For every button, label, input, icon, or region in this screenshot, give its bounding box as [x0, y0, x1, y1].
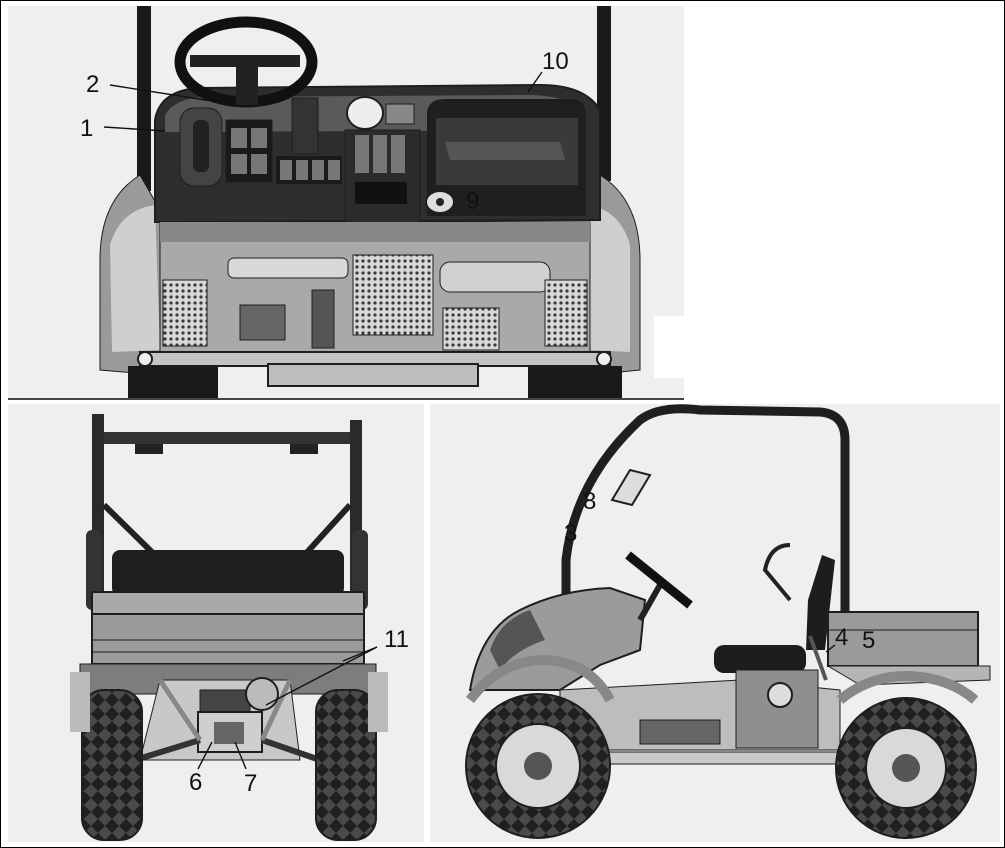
roll-cage-bar: [92, 432, 362, 444]
front-wheel: [465, 693, 611, 839]
rear-view-panel: [8, 404, 424, 842]
side-view-panel: [424, 404, 1000, 842]
steering-wheel-side: [625, 551, 693, 609]
glove-box: [427, 99, 586, 216]
callout-6: 6: [189, 769, 202, 796]
rear-tire-right: [315, 689, 377, 841]
callout-8: 8: [583, 488, 596, 515]
callout-labels: 1 2 3 4 5 6 7 8 9 10 11: [80, 48, 875, 797]
callout-7: 7: [244, 770, 257, 797]
rear-wheel: [835, 697, 977, 839]
callout-4: 4: [835, 624, 848, 651]
seat-side: [714, 645, 806, 673]
callout-5: 5: [862, 627, 875, 654]
steering-wheel: [174, 16, 318, 108]
roll-bar: [561, 404, 850, 640]
dashboard-view-panel: [8, 6, 684, 400]
rear-tire-left: [81, 689, 143, 841]
callout-3: 3: [564, 520, 577, 547]
callout-10: 10: [542, 48, 569, 75]
leader-lines: [103, 71, 836, 770]
callout-9: 9: [466, 188, 479, 215]
cargo-bed-rear: [91, 591, 365, 665]
roll-bar-post-left: [137, 6, 151, 191]
seat: [112, 550, 344, 596]
callout-11: 11: [384, 626, 409, 653]
callout-2: 2: [86, 71, 99, 98]
callout-1: 1: [80, 115, 93, 142]
